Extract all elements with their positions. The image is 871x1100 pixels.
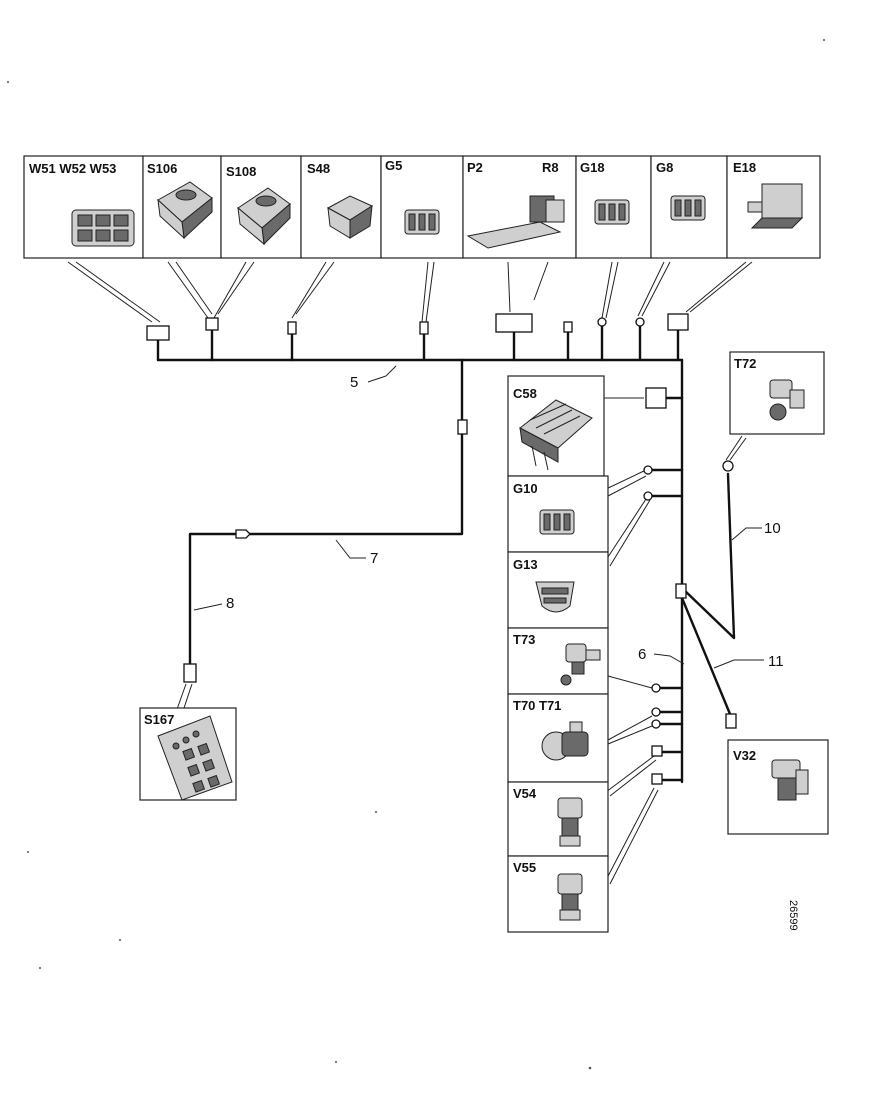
connector-harness-7 bbox=[457, 419, 468, 435]
right-column-boxes: C58 G10 G13 T73 T70 T71 V54 V55 bbox=[507, 375, 609, 933]
connector-v55 bbox=[651, 773, 663, 785]
box-v32: V32 bbox=[727, 739, 829, 835]
rocker-switch-s106-drawing bbox=[157, 181, 213, 240]
harness-number-8: 8 bbox=[226, 595, 234, 612]
label-t73: T73 bbox=[513, 632, 535, 647]
connector-g5 bbox=[419, 321, 429, 335]
sensor-t70-t71-drawing bbox=[541, 721, 589, 761]
harness-10-11 bbox=[675, 435, 747, 729]
label-r8: R8 bbox=[542, 160, 559, 175]
label-g5: G5 bbox=[385, 158, 402, 173]
label-g18: G18 bbox=[580, 160, 605, 175]
connector-g10 bbox=[643, 465, 653, 475]
connector-g8 bbox=[635, 317, 645, 327]
connector-r8 bbox=[563, 321, 573, 333]
main-harness-5 bbox=[146, 313, 689, 362]
connector-v54 bbox=[651, 745, 663, 757]
connector-t70 bbox=[651, 707, 661, 717]
box-s167: S167 bbox=[139, 707, 237, 801]
harness-6 bbox=[603, 358, 684, 885]
label-s106: S106 bbox=[147, 161, 177, 176]
label-e18: E18 bbox=[733, 160, 756, 175]
label-g8: G8 bbox=[656, 160, 673, 175]
sensor-t73-drawing bbox=[560, 643, 601, 686]
connector-s167 bbox=[183, 663, 197, 683]
label-s48: S48 bbox=[307, 161, 330, 176]
connector-w51 bbox=[146, 325, 170, 341]
harness-number-6: 6 bbox=[638, 646, 646, 663]
label-s108: S108 bbox=[226, 164, 256, 179]
switch-s48-drawing bbox=[326, 195, 374, 239]
harness-number-7: 7 bbox=[370, 550, 378, 567]
label-v55: V55 bbox=[513, 860, 536, 875]
scan-specks bbox=[7, 39, 825, 1070]
connector-g18-drawing bbox=[594, 199, 630, 225]
label-v54: V54 bbox=[513, 786, 537, 801]
connector-g13-drawing bbox=[535, 581, 575, 613]
connector-t72 bbox=[722, 460, 734, 472]
label-c58: C58 bbox=[513, 386, 537, 401]
label-s167: S167 bbox=[144, 712, 174, 727]
harness-number-5: 5 bbox=[350, 374, 358, 391]
connector-g13 bbox=[643, 491, 653, 501]
top-component-strip: W51 W52 W53 S106 S108 S48 G5 P2 R8 G18 G… bbox=[23, 155, 821, 259]
valve-v54-drawing bbox=[557, 797, 583, 847]
junction-6-10-11 bbox=[675, 583, 687, 599]
harness-7-8 bbox=[175, 358, 468, 715]
label-w51-w52-w53: W51 W52 W53 bbox=[29, 161, 116, 176]
connector-p2 bbox=[495, 313, 533, 333]
connector-harness-7-8 bbox=[235, 529, 251, 539]
connector-g10-drawing bbox=[539, 509, 575, 535]
label-g10: G10 bbox=[513, 481, 538, 496]
figure-reference-number: 26599 bbox=[787, 900, 799, 931]
connector-g8-drawing bbox=[670, 195, 706, 221]
box-t72: T72 bbox=[729, 351, 825, 435]
connector-e18 bbox=[667, 313, 689, 331]
box-g5 bbox=[380, 155, 464, 259]
rocker-switch-s108-drawing bbox=[237, 187, 291, 246]
relay-e18-drawing bbox=[747, 183, 804, 229]
connector-g5-drawing bbox=[404, 209, 440, 235]
top-lead-lines bbox=[67, 261, 753, 323]
connector-t73 bbox=[651, 683, 661, 693]
box-g8 bbox=[650, 155, 728, 259]
label-g13: G13 bbox=[513, 557, 538, 572]
label-t72: T72 bbox=[734, 356, 756, 371]
harness-number-11: 11 bbox=[768, 653, 784, 670]
connector-s48 bbox=[287, 321, 297, 335]
connector-g18 bbox=[597, 317, 607, 327]
label-p2: P2 bbox=[467, 160, 483, 175]
box-t73 bbox=[507, 627, 609, 695]
box-v55 bbox=[507, 855, 609, 933]
connector-c58 bbox=[645, 387, 667, 409]
control-unit-c58-drawing bbox=[519, 399, 593, 471]
label-t70-t71: T70 T71 bbox=[513, 698, 561, 713]
connector-v32 bbox=[725, 713, 737, 729]
module-p2-r8-drawing bbox=[466, 195, 565, 249]
label-v32: V32 bbox=[733, 748, 756, 763]
connector-s106-s108 bbox=[205, 317, 219, 331]
harness-callouts: 5 7 8 6 10 11 bbox=[193, 365, 784, 670]
connector-t71 bbox=[651, 719, 661, 729]
valve-v55-drawing bbox=[557, 873, 583, 921]
harness-number-10: 10 bbox=[764, 520, 781, 537]
switch-panel-w51-drawing bbox=[71, 209, 135, 247]
